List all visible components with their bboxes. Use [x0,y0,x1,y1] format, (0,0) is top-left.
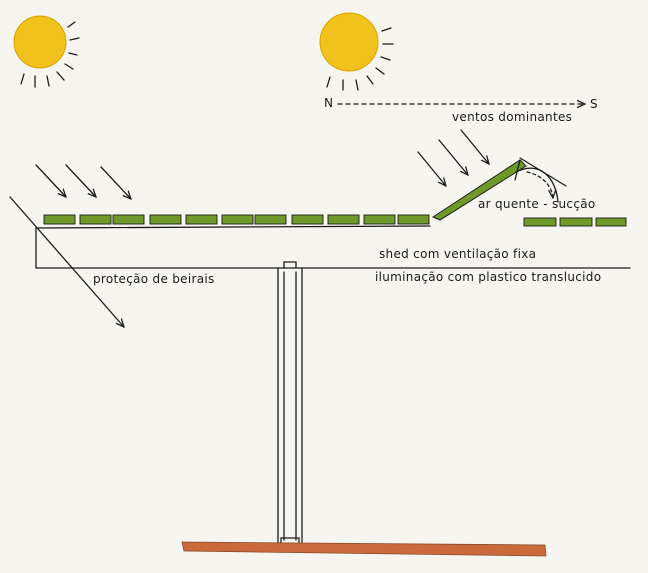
roof-tile [327,214,360,225]
wind-arrow-icon [35,164,131,199]
roof-tile [149,214,182,225]
shed-translucent-panel [431,159,527,221]
slab-top [35,225,431,229]
roof-tile [112,214,145,225]
hot-air-arrow [526,171,553,198]
roof-tile [363,214,396,225]
roof-tile [43,214,76,225]
sun-disc [13,15,67,69]
hot-air-label: ar quente - sucção [478,197,596,211]
sun-rays [326,27,394,91]
shed-vent-outline [514,159,559,203]
roof-tile [523,217,557,227]
roof-tile [559,217,593,227]
roof-tile [79,214,112,225]
winds-label: ventos dominantes [452,110,572,124]
eave-light-arrow [9,196,124,327]
sun-disc [319,12,379,72]
roof-tile [221,214,254,225]
slab-outline [35,227,631,269]
support-column [277,261,303,547]
sun-rays [20,21,80,88]
roof-tile [254,214,287,225]
ground-line [181,541,547,557]
dominant-wind-arrows [417,129,489,186]
roof-tile [185,214,218,225]
shed-label: shed com ventilação fixa [379,247,536,261]
roof-tiles [43,214,627,227]
sun-icon [319,12,394,91]
eaves-label: proteção de beirais [93,272,215,286]
north-label: N [324,96,333,110]
lighting-label: iluminação com plastico translucido [375,270,601,284]
roof-tile [595,217,627,227]
roof-tile [397,214,430,225]
roof-tile [291,214,324,225]
south-label: S [590,97,598,111]
sun-icon [13,15,80,88]
